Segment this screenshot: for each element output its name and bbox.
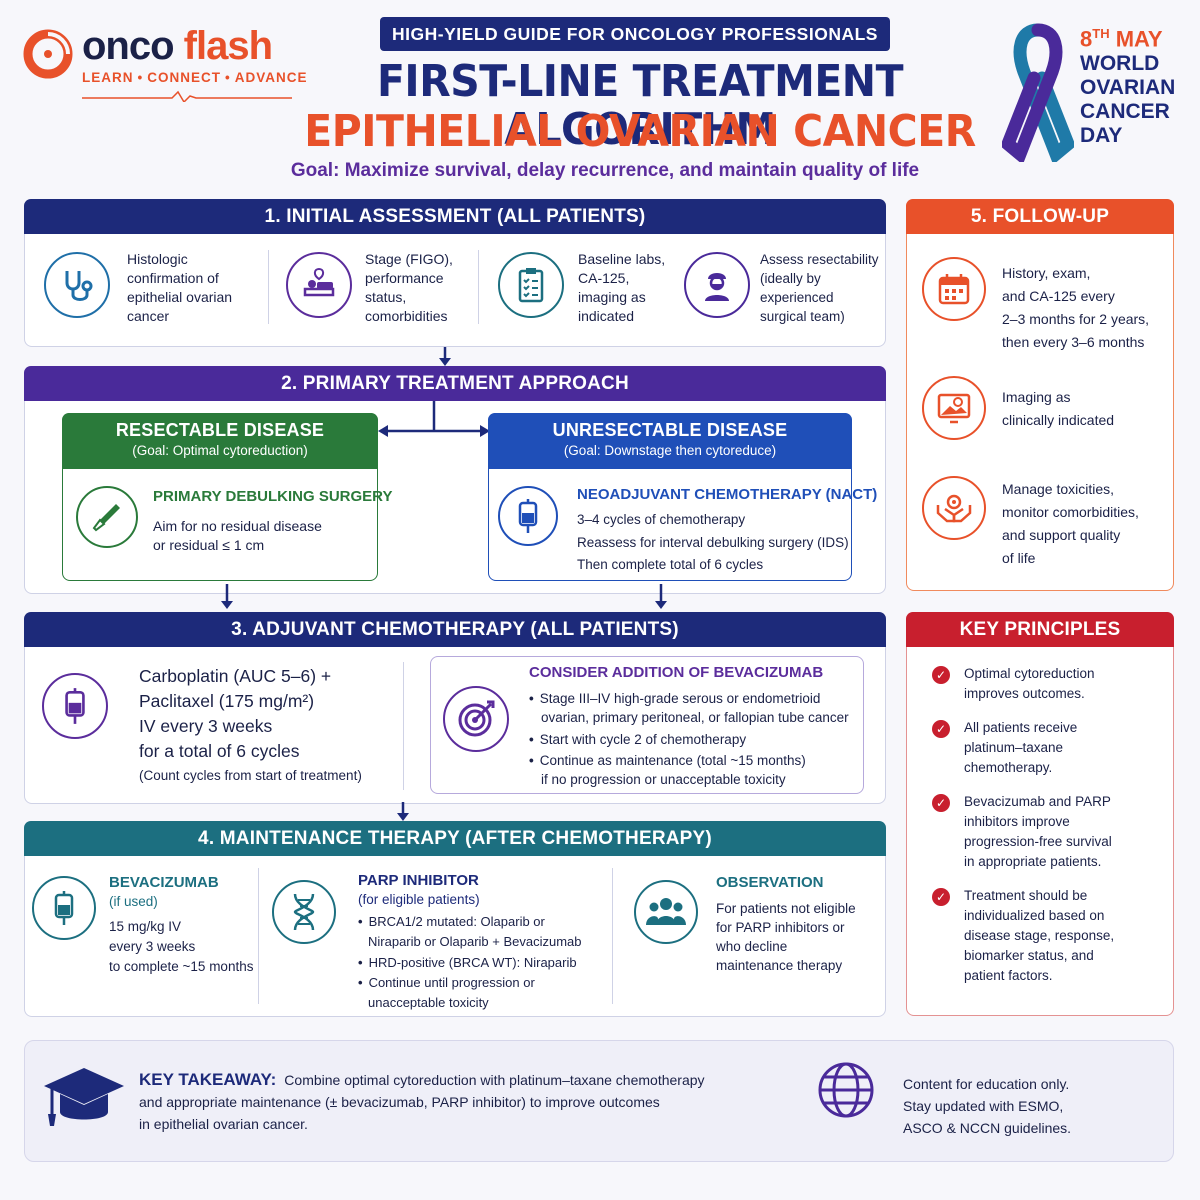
target-icon [443,686,509,752]
section-adjuvant-chemotherapy-title: 3. ADJUVANT CHEMOTHERAPY (ALL PATIENTS) [24,612,886,647]
section-follow-up-title: 5. FOLLOW-UP [906,199,1174,234]
section-primary-treatment-title: 2. PRIMARY TREATMENT APPROACH [24,366,886,401]
parp-bullet: •BRCA1/2 mutated: Olaparib or Niraparib … [358,914,582,949]
awareness-day-name: WORLD OVARIAN CANCER DAY [1080,52,1176,147]
divider [612,868,613,1004]
divider [403,662,404,790]
adjuvant-regimen: Carboplatin (AUC 5–6) + Paclitaxel (175 … [139,666,332,761]
parp-bullet: •HRD-positive (BRCA WT): Niraparib [358,955,577,970]
branch-arrows-icon [378,401,490,437]
flow-arrow-down-icon [397,802,409,821]
stethoscope-icon [44,252,110,318]
observation-heading: OBSERVATION [716,874,824,891]
divider [258,868,259,1004]
unresectable-disease-header: UNRESECTABLE DISEASE (Goal: Downstage th… [488,413,852,469]
bevacizumab-bullet: •Stage III–IV high-grade serous or endom… [529,691,849,725]
resectable-disease-header: RESECTABLE DISEASE (Goal: Optimal cytore… [62,413,378,469]
brand-tagline: LEARN•CONNECT•ADVANCE [82,70,308,85]
maintenance-bevacizumab-heading: BEVACIZUMAB [109,874,219,891]
goal-statement: Goal: Maximize survival, delay recurrenc… [290,160,920,181]
section-initial-assessment-title: 1. INITIAL ASSESSMENT (ALL PATIENTS) [24,199,886,234]
key-takeaway-panel [24,1040,1174,1162]
patient-bed-icon [286,252,352,318]
flow-arrow-down-icon [655,584,667,609]
page-title: FIRST-LINE TREATMENT ALGORITHM [376,56,904,155]
surgeon-icon [684,252,750,318]
maintenance-bevacizumab-sub: (if used) [109,894,158,909]
nact-heading: NEOADJUVANT CHEMOTHERAPY (NACT) [577,486,878,503]
iv-bag-icon [32,876,96,940]
bevacizumab-bullet: •Continue as maintenance (total ~15 mont… [529,753,806,787]
iv-bag-icon [42,673,108,739]
brand-logo: onco flash LEARN•CONNECT•ADVANCE [20,20,306,102]
imaging-scan-icon [922,376,986,440]
divider [478,250,479,324]
section-maintenance-therapy-title: 4. MAINTENANCE THERAPY (AFTER CHEMOTHERA… [24,821,886,856]
disclaimer-text: Content for education only. Stay updated… [903,1076,1072,1136]
awareness-date: 8TH MAY [1080,26,1163,52]
key-principles-title: KEY PRINCIPLES [906,612,1174,647]
key-takeaway-label: KEY TAKEAWAY: [139,1070,277,1089]
flow-arrow-down-icon [221,584,233,609]
parp-bullet: •Continue until progression or unaccepta… [358,975,535,1010]
clipboard-checklist-icon [498,252,564,318]
primary-debulking-heading: PRIMARY DEBULKING SURGERY [153,488,393,505]
header-badge: HIGH-YIELD GUIDE FOR ONCOLOGY PROFESSION… [380,17,890,51]
check-icon: ✓ [932,888,950,906]
pulse-line-icon [82,90,292,102]
logo-ring-icon [23,29,73,79]
flow-arrow-down-icon [439,347,451,366]
check-icon: ✓ [932,666,950,684]
dna-icon [272,880,336,944]
page-subtitle: EPITHELIAL OVARIAN CANCER [304,106,976,157]
divider [268,250,269,324]
graduation-cap-icon [44,1068,124,1126]
key-principles-panel [906,612,1174,1016]
care-hands-icon [922,476,986,540]
bevacizumab-bullet: •Start with cycle 2 of chemotherapy [529,732,747,747]
parp-inhibitor-heading: PARP INHIBITOR [358,872,479,889]
group-people-icon [634,880,698,944]
follow-up-supportive-care: Manage toxicities,monitor comorbidities,… [1002,481,1139,566]
check-icon: ✓ [932,794,950,812]
brand-name: onco flash [82,24,273,68]
bevacizumab-addition-heading: CONSIDER ADDITION OF BEVACIZUMAB [529,664,824,681]
globe-icon [818,1062,874,1118]
check-icon: ✓ [932,720,950,738]
parp-inhibitor-sub: (for eligible patients) [358,892,480,907]
awareness-ribbon-icon [1002,23,1074,162]
calendar-icon [922,257,986,321]
key-takeaway-text: KEY TAKEAWAY:Combine optimal cytoreducti… [139,1070,705,1132]
adjuvant-regimen-note: (Count cycles from start of treatment) [139,768,362,783]
scalpel-icon [76,486,138,548]
iv-bag-icon [498,486,558,546]
